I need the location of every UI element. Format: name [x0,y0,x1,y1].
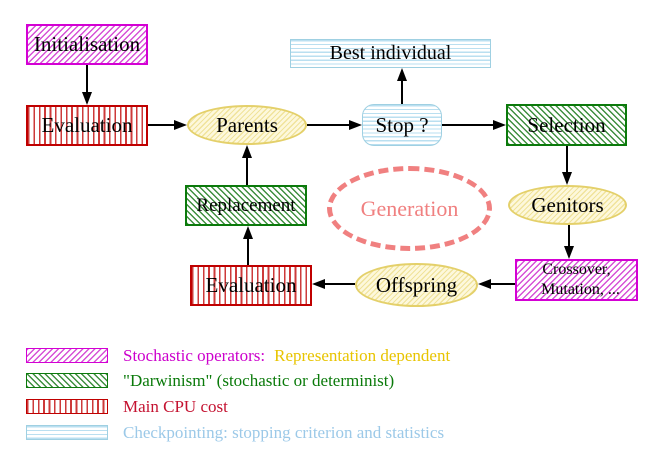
arrow-crossover-to-offspring-head [478,279,491,289]
arrow-parents-to-stop-shaft [307,124,350,126]
legend-row-stochastic-operators: Stochastic operators: Representation depe… [26,346,450,365]
crossover-label-line1: Crossover, [542,261,611,278]
node-replacement: Replacement [185,185,307,226]
node-crossover-mutation: Crossover, Mutation, ... [515,259,638,301]
arrow-init-to-evaluation-shaft [86,65,88,95]
node-genitors: Genitors [508,185,627,225]
legend-label-main-cpu-cost: Main CPU cost [123,396,228,416]
arrow-evaluation-to-replacement-head [243,226,253,239]
crossover-label-line2: Mutation, ... [541,281,620,298]
arrow-replacement-to-parents-shaft [246,157,248,185]
node-stop: Stop ? [362,104,442,146]
legend-label-stochastic-operators: Stochastic operators: [123,345,266,365]
node-selection: Selection [506,104,627,146]
node-generation: Generation [327,166,492,251]
node-initialisation: Initialisation [26,24,148,65]
arrow-init-to-evaluation-head [82,92,92,105]
node-parents: Parents [187,105,307,145]
legend-row-checkpointing: Checkpointing: stopping criterion and st… [26,423,444,442]
arrow-stop-to-best-head [397,68,407,81]
arrow-selection-to-genitors-head [562,172,572,185]
legend-label-darwinism: "Darwinism" (stochastic or determinist) [123,370,395,390]
node-offspring: Offspring [355,263,478,307]
node-evaluation-bottom: Evaluation [190,265,312,306]
arrow-genitors-to-crossover-head [564,246,574,259]
arrow-stop-to-best-shaft [401,80,403,104]
legend-swatch-magenta-hatch [26,348,108,363]
legend-swatch-cyan-stripes [26,425,108,440]
arrow-replacement-to-parents-head [242,145,252,158]
arrow-evaluation-to-replacement-shaft [247,238,249,265]
arrow-offspring-to-evaluation-shaft [324,283,355,285]
legend-label-representation-dependent: Representation dependent [274,345,451,365]
legend-label-checkpointing: Checkpointing: stopping criterion and st… [123,422,445,442]
arrow-offspring-to-evaluation-head [312,279,325,289]
arrow-selection-to-genitors-shaft [566,146,568,174]
arrow-genitors-to-crossover-shaft [568,225,570,248]
arrow-crossover-to-offspring-shaft [490,283,515,285]
legend-row-main-cpu-cost: Main CPU cost [26,397,228,416]
node-best-individual: Best individual [290,39,491,68]
arrow-evaluation-to-parents-head [174,120,187,130]
node-evaluation-top: Evaluation [26,105,148,146]
legend-swatch-green-hatch [26,373,108,388]
arrow-stop-to-selection-shaft [442,124,494,126]
arrow-stop-to-selection-head [493,120,506,130]
legend-swatch-red-stripes [26,399,108,414]
arrow-evaluation-to-parents-shaft [148,124,176,126]
legend-row-darwinism: "Darwinism" (stochastic or determinist) [26,371,394,390]
arrow-parents-to-stop-head [349,120,362,130]
